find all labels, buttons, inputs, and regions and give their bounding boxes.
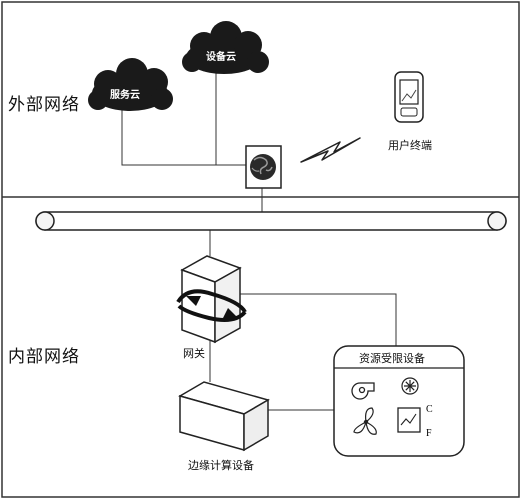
panel-letter-f: F <box>426 428 432 439</box>
edge-computing-device-label: 边缘计算设备 <box>188 459 254 472</box>
fan-icon <box>353 407 377 435</box>
wireless-link-icon <box>300 137 361 163</box>
monitor-icon <box>397 407 421 433</box>
service-cloud-icon <box>88 58 173 111</box>
gateway-icon <box>176 255 247 344</box>
device-cloud-label: 设备云 <box>206 52 236 63</box>
network-bus <box>35 211 507 231</box>
external-network-title: 外部网络 <box>8 95 80 115</box>
user-terminal-label: 用户终端 <box>388 139 432 152</box>
edge-computing-device-icon <box>178 381 270 452</box>
panel-letter-c: C <box>426 404 433 415</box>
resource-limited-panel <box>333 345 465 457</box>
gateway-label: 网关 <box>183 347 205 360</box>
service-cloud-label: 服务云 <box>110 90 140 101</box>
globe-router-icon <box>245 145 282 189</box>
user-terminal-icon <box>394 71 424 123</box>
light-icon <box>401 377 419 395</box>
connection-lines <box>121 70 397 411</box>
internal-network-title: 内部网络 <box>8 347 80 367</box>
device-cloud-icon <box>182 21 269 74</box>
blower-icon <box>351 382 375 400</box>
resource-limited-device-label: 资源受限设备 <box>359 352 425 365</box>
